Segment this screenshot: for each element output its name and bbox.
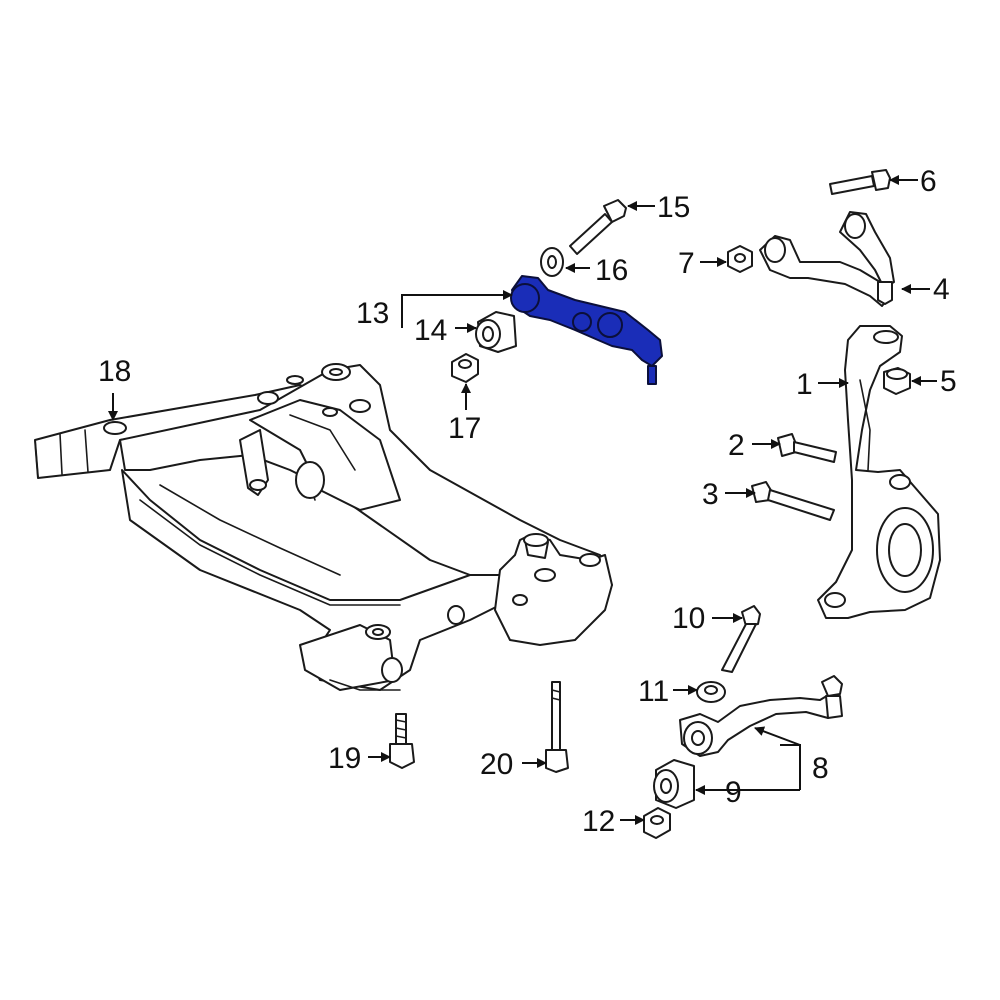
- callout-6: 6: [920, 165, 937, 198]
- bolt-15: [569, 199, 627, 255]
- callout-20: 20: [480, 748, 513, 781]
- bolt-6: [829, 169, 891, 195]
- bushing-14: [475, 311, 517, 353]
- callout-7: 7: [678, 247, 695, 280]
- leader-13: [401, 290, 513, 328]
- callout-12: 12: [582, 805, 615, 838]
- nut-17: [451, 353, 479, 383]
- callout-11: 11: [638, 675, 669, 708]
- leader-lines: [108, 175, 937, 825]
- washer-16: [540, 247, 564, 277]
- callout-5: 5: [940, 365, 957, 398]
- nut-5: [883, 367, 911, 395]
- bolt-3: [751, 481, 835, 521]
- bushing-9: [653, 759, 695, 809]
- leader-8: [754, 726, 801, 746]
- callout-13: 13: [356, 297, 389, 330]
- bolt-19: [389, 713, 415, 769]
- callout-14: 14: [414, 314, 447, 347]
- subframe: [34, 363, 613, 691]
- callout-10: 10: [672, 602, 705, 635]
- callout-18: 18: [98, 355, 131, 388]
- callout-19: 19: [328, 742, 361, 775]
- callout-8: 8: [812, 752, 829, 785]
- bolt-10: [721, 605, 761, 673]
- callout-labels: 1 2 3 4 5 6 7 8 9 10 11 12 13 14 15 16 1…: [98, 165, 957, 838]
- bolt-2: [777, 433, 837, 463]
- nut-7: [727, 245, 753, 273]
- callout-3: 3: [702, 478, 719, 511]
- callout-17: 17: [448, 412, 481, 445]
- callout-15: 15: [657, 191, 690, 224]
- bolt-20: [545, 681, 569, 773]
- leader-8-bracket: [780, 744, 801, 790]
- callout-9: 9: [725, 776, 742, 809]
- callout-2: 2: [728, 429, 745, 462]
- lower-arm-8: [679, 675, 843, 757]
- nut-12: [643, 807, 671, 839]
- callout-1: 1: [796, 368, 813, 401]
- callout-16: 16: [595, 254, 628, 287]
- steering-knuckle: [817, 325, 941, 619]
- upper-rear-arm: [759, 211, 895, 307]
- washer-11: [696, 681, 726, 703]
- control-arm-highlighted: [510, 275, 663, 385]
- callout-4: 4: [933, 273, 950, 306]
